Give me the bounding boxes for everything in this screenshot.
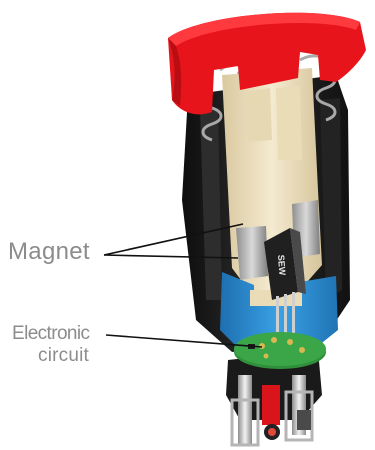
leader-lines	[103, 223, 263, 348]
circuit-leader	[105, 334, 263, 348]
magnets	[236, 200, 320, 280]
terminal-pins	[230, 375, 314, 447]
magnet-leader-upper	[103, 223, 244, 256]
red-cap	[168, 12, 366, 115]
green-pcb	[234, 332, 326, 369]
electronic-circuit-label-line2: circuit	[38, 345, 90, 366]
chip-marking: SEW	[276, 254, 287, 276]
hall-sensor-chip: SEW	[264, 228, 306, 340]
electronic-circuit-label-line1: Electronic	[12, 323, 90, 344]
magnet-leader-lower	[103, 254, 239, 259]
magnet-label: Magnet	[8, 238, 90, 265]
